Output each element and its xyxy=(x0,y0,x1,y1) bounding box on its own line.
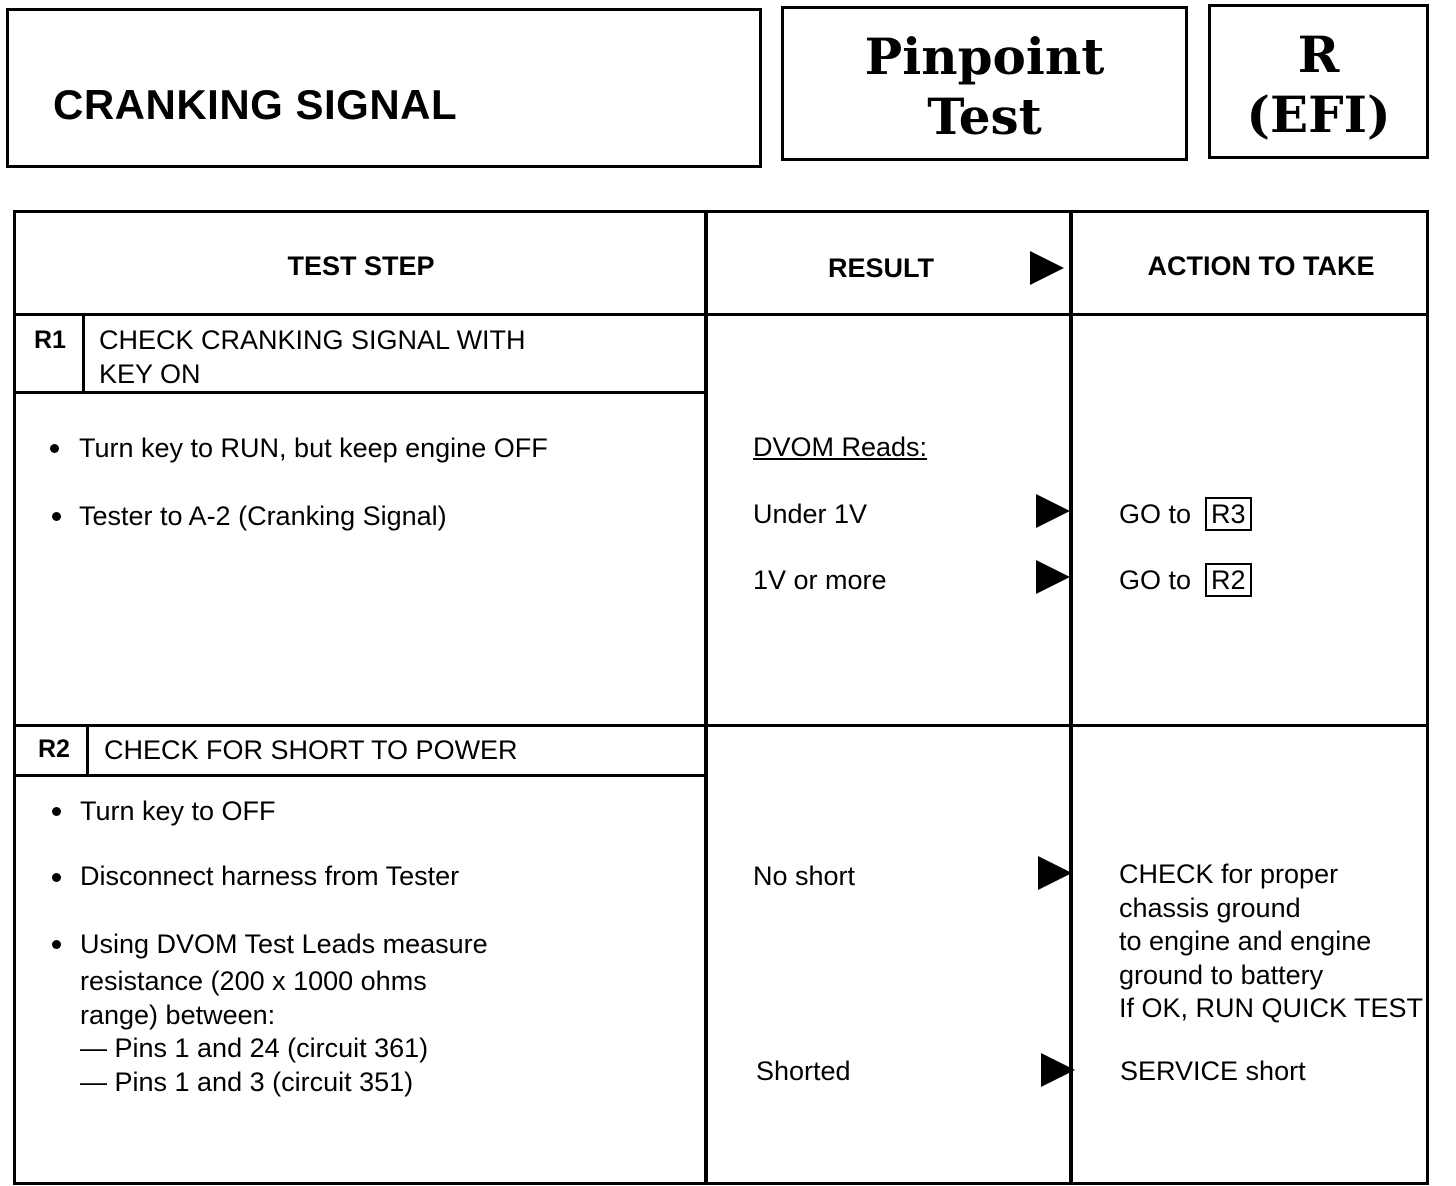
r1-action-1-text: GO to xyxy=(1119,499,1192,529)
test-code-label: R (EFI) xyxy=(1211,25,1426,145)
step-title-r1-line-2: KEY ON xyxy=(99,359,201,389)
result-arrow-icon xyxy=(1038,856,1072,890)
step-id-r1: R1 xyxy=(34,326,66,354)
r2-bullet-3-continuation: resistance (200 x 1000 ohms range) betwe… xyxy=(80,965,428,1099)
column-divider-1 xyxy=(704,213,708,1185)
pinpoint-line-1: Pinpoint xyxy=(864,27,1105,86)
pinpoint-table: TEST STEP RESULT ACTION TO TAKE R1 CHECK… xyxy=(13,210,1429,1185)
column-header-result: RESULT xyxy=(828,253,934,283)
r1-action-1: GO to R3 xyxy=(1119,497,1252,531)
pinpoint-test-box: Pinpoint Test xyxy=(781,6,1188,161)
r1-bullet-1: Turn key to RUN, but keep engine OFF xyxy=(79,433,548,463)
r2-action-1-line-3: to engine and engine xyxy=(1119,926,1372,956)
step-title-r1: CHECK CRANKING SIGNAL WITH KEY ON xyxy=(99,323,526,391)
r1-action-2: GO to R2 xyxy=(1119,563,1252,597)
r2-id-divider xyxy=(86,727,89,775)
test-code-line-1: R xyxy=(1297,25,1340,84)
r2-bullet-3: Using DVOM Test Leads measure xyxy=(80,929,488,959)
r2-bullet-3-line-4: — Pins 1 and 3 (circuit 351) xyxy=(80,1066,414,1097)
r1-result-header: DVOM Reads: xyxy=(753,432,928,462)
r2-result-2: Shorted xyxy=(756,1056,851,1086)
r2-action-1-line-1: CHECK for proper xyxy=(1119,859,1339,889)
bullet-icon xyxy=(50,444,59,453)
title-box: CRANKING SIGNAL xyxy=(6,8,762,168)
bullet-icon xyxy=(52,807,61,816)
r1-result-2: 1V or more xyxy=(753,565,887,595)
step-id-r2: R2 xyxy=(38,735,70,763)
r2-bullet-3-line-1: resistance (200 x 1000 ohms xyxy=(80,966,427,996)
r2-title-divider xyxy=(16,774,706,777)
header-row-divider xyxy=(16,313,1429,316)
pinpoint-test-label: Pinpoint Test xyxy=(784,27,1185,147)
r1-bullet-2: Tester to A-2 (Cranking Signal) xyxy=(79,501,447,531)
r2-action-1-line-5: If OK, RUN QUICK TEST xyxy=(1119,993,1424,1023)
result-arrow-icon xyxy=(1036,494,1070,528)
column-header-test-step: TEST STEP xyxy=(287,251,435,281)
r2-bullet-1: Turn key to OFF xyxy=(80,796,276,826)
header-arrow-icon xyxy=(1030,251,1064,285)
bullet-icon xyxy=(52,873,61,882)
r2-action-1: CHECK for proper chassis ground to engin… xyxy=(1119,858,1423,1026)
r1-title-divider xyxy=(16,391,706,394)
r2-action-1-line-2: chassis ground xyxy=(1119,892,1301,923)
test-code-box: R (EFI) xyxy=(1208,4,1429,159)
r1-id-divider xyxy=(82,316,85,392)
result-arrow-icon xyxy=(1041,1053,1075,1087)
bullet-icon xyxy=(52,512,61,521)
r2-result-1: No short xyxy=(753,861,856,891)
r1-action-1-ref[interactable]: R3 xyxy=(1205,497,1252,531)
step-title-r1-line-1: CHECK CRANKING SIGNAL WITH xyxy=(99,325,526,355)
r2-action-1-line-4: ground to battery xyxy=(1119,959,1324,990)
step-title-r2: CHECK FOR SHORT TO POWER xyxy=(104,735,518,765)
r2-action-2: SERVICE short xyxy=(1120,1056,1306,1086)
r1-action-2-ref[interactable]: R2 xyxy=(1205,563,1252,597)
pinpoint-line-2: Test xyxy=(927,87,1042,146)
r2-bullet-3-line-2: range) between: xyxy=(80,999,276,1030)
r2-bullet-2: Disconnect harness from Tester xyxy=(80,861,460,891)
r1-action-2-text: GO to xyxy=(1119,565,1192,595)
column-header-action: ACTION TO TAKE xyxy=(1147,251,1375,281)
r1-result-1: Under 1V xyxy=(753,499,868,529)
r2-bullet-3-line-3: — Pins 1 and 24 (circuit 361) xyxy=(80,1033,429,1063)
result-arrow-icon xyxy=(1036,560,1070,594)
step-divider xyxy=(16,724,1429,727)
page-title: CRANKING SIGNAL xyxy=(53,81,458,128)
test-code-line-2: (EFI) xyxy=(1246,85,1391,144)
bullet-icon xyxy=(52,940,61,949)
column-divider-2 xyxy=(1069,213,1073,1185)
